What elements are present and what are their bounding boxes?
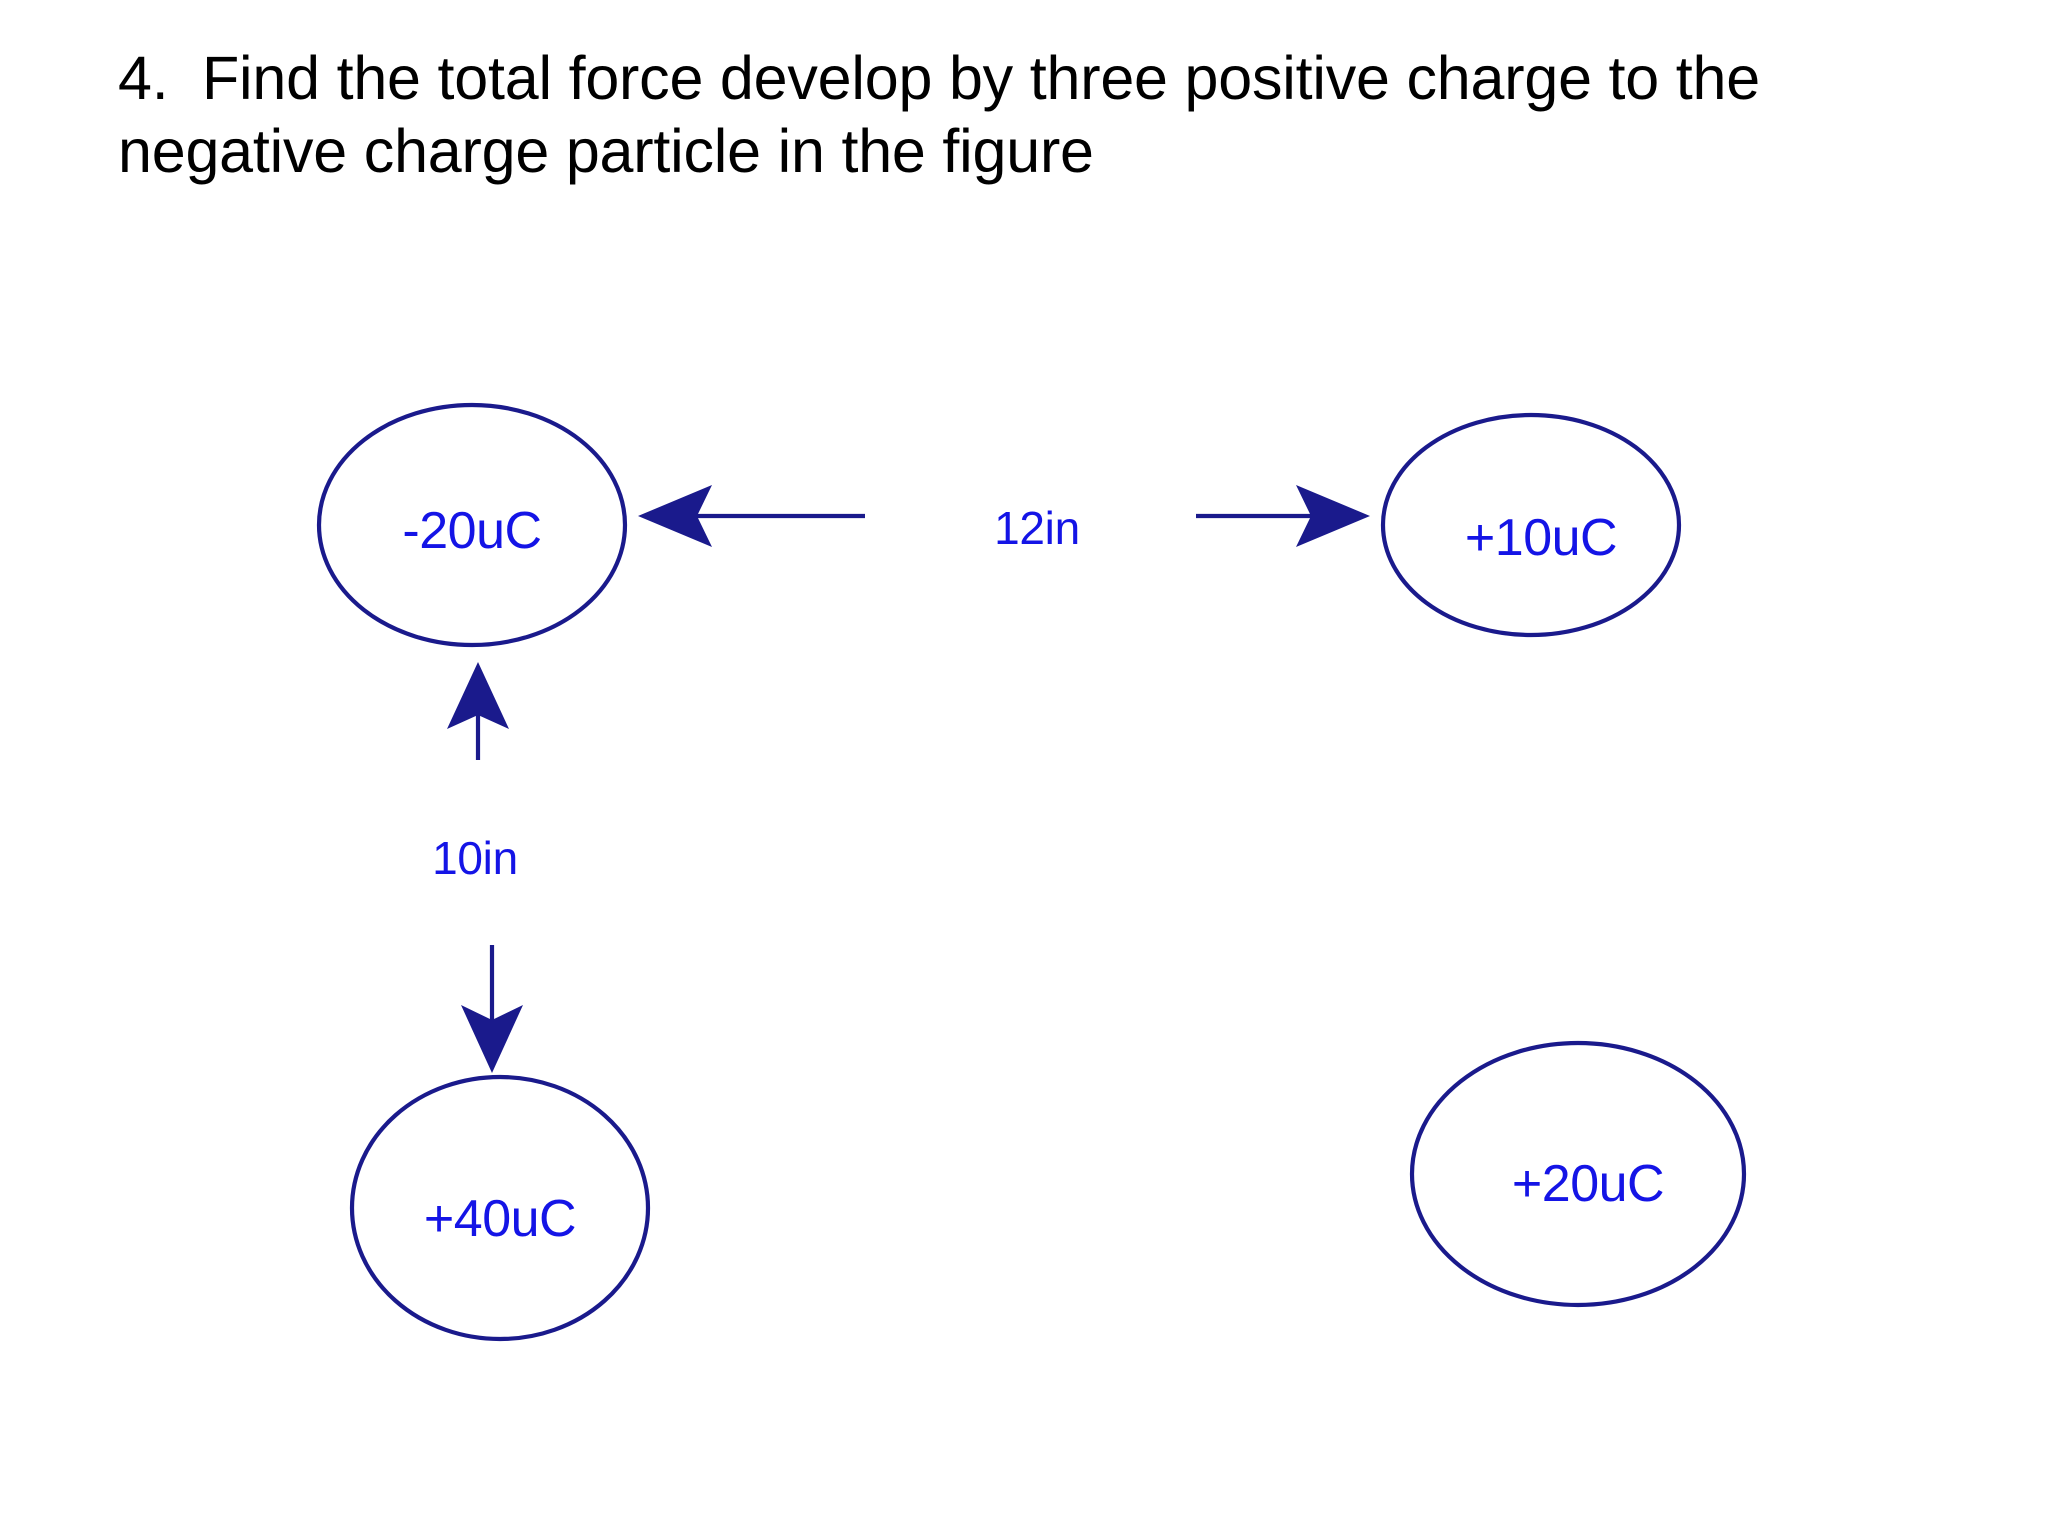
dimension-arrow-up	[447, 662, 509, 760]
arrow-head-up-icon	[447, 662, 509, 729]
dimension-arrow-down	[461, 945, 523, 1073]
dimension-label-horizontal: 12in	[994, 502, 1080, 554]
dimension-label-vertical: 10in	[432, 832, 518, 884]
charge-label-bottom-left: +40uC	[423, 1190, 577, 1248]
charge-label-top-right: +10uC	[1464, 509, 1618, 567]
charge-label-bottom-right: +20uC	[1511, 1155, 1665, 1213]
charge-node-bottom-left[interactable]	[349, 1074, 651, 1342]
question-text: 4. Find the total force develop by three…	[118, 44, 1777, 185]
arrow-head-left-icon	[638, 485, 712, 547]
charge-node-top-right[interactable]	[1380, 412, 1682, 638]
charge-node-top-left[interactable]	[316, 402, 628, 648]
dimension-arrow-right	[1196, 485, 1370, 547]
arrow-head-right-icon	[1296, 485, 1370, 547]
arrow-head-down-icon	[461, 1005, 523, 1073]
charge-label-top-left: -20uC	[402, 502, 542, 560]
dimension-arrow-left	[638, 485, 865, 547]
charge-node-bottom-right[interactable]	[1409, 1040, 1747, 1308]
